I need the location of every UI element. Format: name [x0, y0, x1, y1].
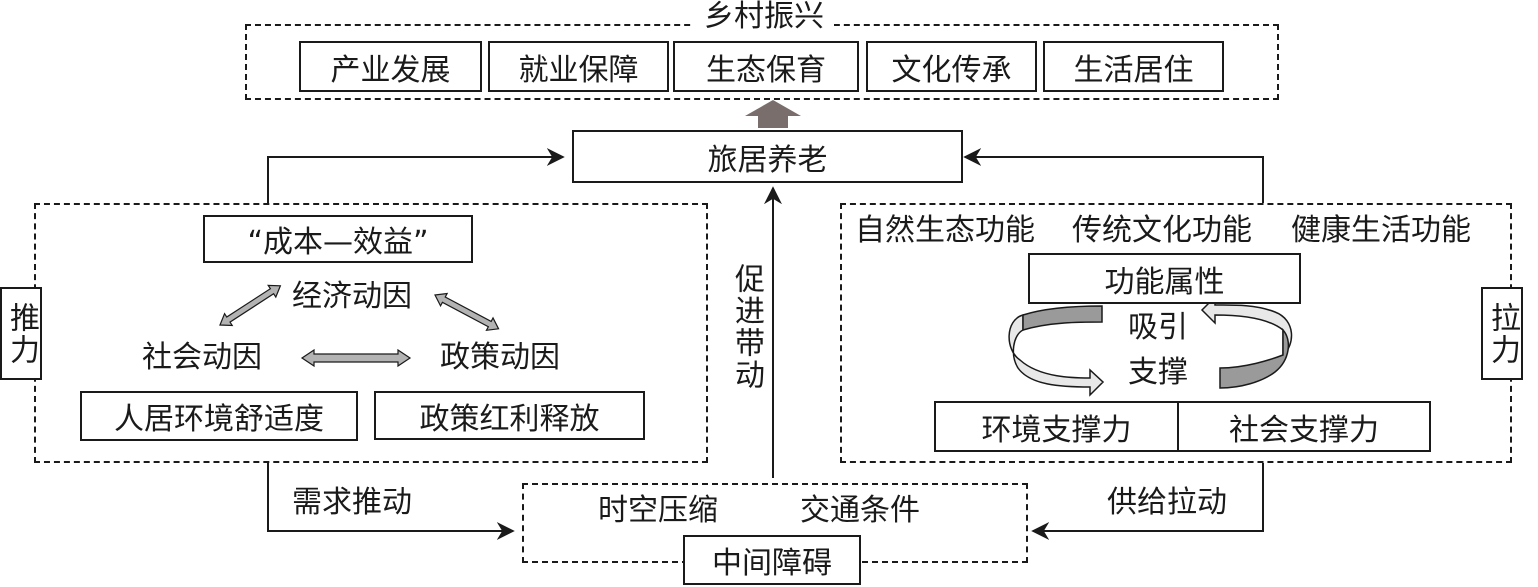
policy-dividend-box: 政策红利释放: [374, 391, 645, 440]
intermediate-obstacle-box: 中间障碍: [683, 535, 861, 585]
item-living: 生活居住: [1043, 41, 1224, 92]
economic-driver: 经济动因: [292, 279, 412, 314]
item-ecology: 生态保育: [673, 41, 859, 92]
env-support-box: 环境支撑力: [934, 401, 1179, 452]
policy-driver: 政策动因: [440, 340, 560, 375]
pull-side-label: 拉力: [1481, 287, 1523, 380]
push-connector: [267, 148, 565, 203]
item-employment: 就业保障: [488, 41, 669, 92]
function-nature: 自然生态功能: [855, 213, 1035, 248]
support-label: 支撑: [1128, 355, 1188, 390]
pull-connector: [963, 148, 1264, 203]
demand-push-label: 需求推动: [292, 485, 412, 520]
social-support-box: 社会支撑力: [1177, 401, 1431, 452]
big-up-arrow: [745, 100, 801, 128]
transport-conditions: 交通条件: [800, 493, 920, 528]
cost-benefit-box: “成本—效益”: [203, 215, 473, 263]
function-health: 健康生活功能: [1291, 213, 1471, 248]
double-arrow-economic-policy: [434, 292, 500, 332]
cycle-arrow-right: [1200, 295, 1293, 389]
time-space-compression: 时空压缩: [598, 493, 718, 528]
cycle-arrow-left: [1008, 305, 1105, 397]
comfort-box: 人居环境舒适度: [80, 391, 358, 441]
item-industry: 产业发展: [299, 41, 482, 92]
push-side-label: 推力: [0, 287, 42, 380]
rural-revitalization-title: 乡村振兴: [694, 2, 834, 32]
supply-pull-label: 供给拉动: [1107, 485, 1227, 520]
supply-connector: [1031, 463, 1264, 540]
attract-label: 吸引: [1128, 310, 1188, 345]
retirement-tourism-box: 旅居养老: [572, 130, 963, 183]
function-attribute-box: 功能属性: [1028, 253, 1301, 304]
promote-label: 促进带动: [729, 263, 764, 391]
function-culture: 传统文化功能: [1072, 213, 1252, 248]
social-driver: 社会动因: [142, 340, 262, 375]
demand-connector: [267, 463, 515, 540]
double-arrow-social-economic: [219, 284, 282, 327]
item-culture: 文化传承: [866, 41, 1037, 92]
double-arrow-social-policy: [300, 348, 412, 368]
